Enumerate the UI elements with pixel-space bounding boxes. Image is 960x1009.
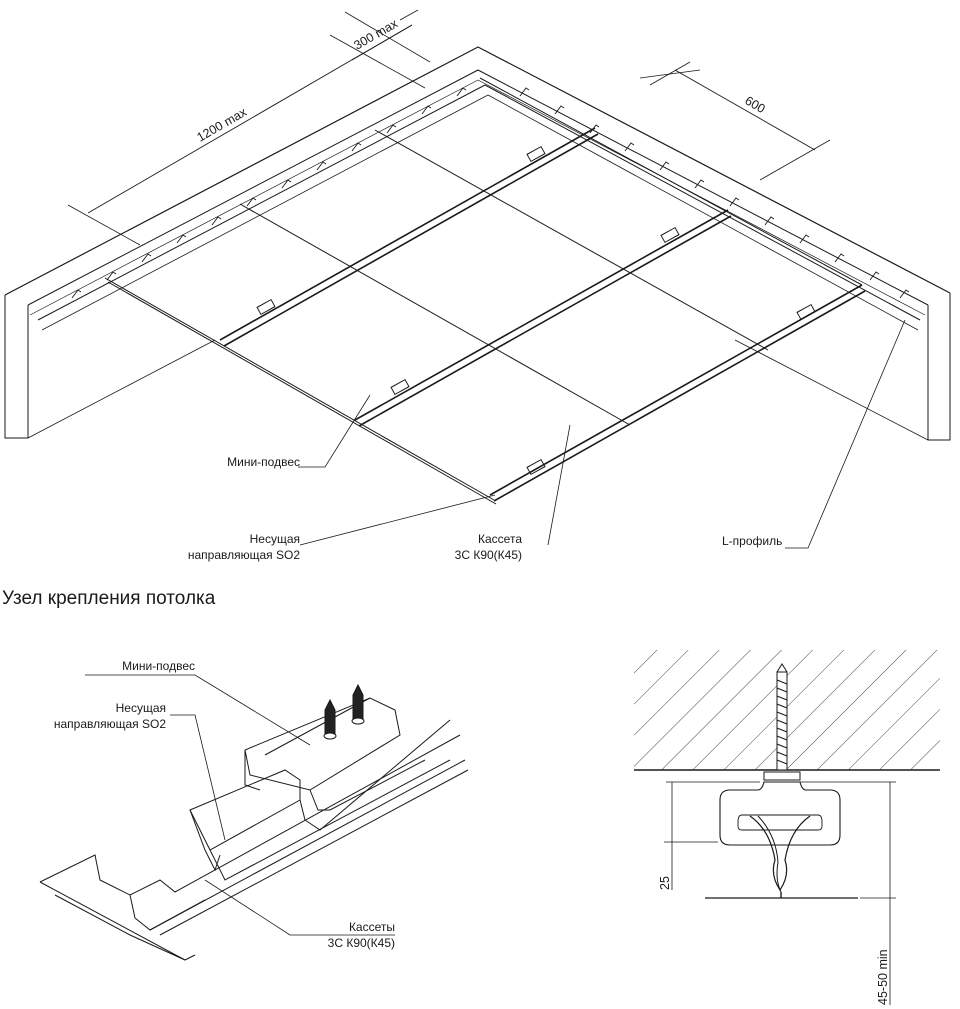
dim-600: 600 [743,93,768,116]
label-carrying-rail-1: Несущая [250,532,300,546]
wall-fasteners-left [71,87,467,299]
dim-300: 300 max [352,16,401,52]
ceiling-isometric-view: 1200 max 300 max 600 [4,9,951,549]
detail-label-cassettes-2: 3С К90(К45) [328,936,395,950]
anchor-screw [763,663,801,781]
detail-label-mini-hanger: Мини-подвес [122,659,195,673]
cassette-grid-lines [104,77,863,505]
label-carrying-rail-2: направляющая SO2 [188,548,300,562]
mini-hanger-clips [256,145,816,476]
label-mini-hanger: Мини-подвес [227,455,300,469]
section-heading: Узел крепления потолка [2,588,216,609]
wall-fasteners-right [519,87,910,299]
dimension-lines [67,9,831,246]
carrying-rails [219,127,866,502]
label-cassette-2: 3С К90(К45) [455,548,522,562]
fastening-detail-view [39,674,469,961]
section-dimensions [664,781,896,1005]
screws [323,683,365,740]
section-view: 25 45-50 min [634,650,940,1005]
dim-25: 25 [658,876,672,890]
detail-label-rail-2: направляющая SO2 [54,717,166,731]
label-l-profile: L-профиль [722,534,782,548]
detail-label-rail-1: Несущая [116,701,166,715]
dim-1200: 1200 max [195,105,250,145]
dim-45-50: 45-50 min [876,949,890,1005]
label-cassette-1: Кассета [478,532,522,546]
leader-lines [298,319,906,549]
detail-label-cassettes-1: Кассеты [349,920,395,934]
